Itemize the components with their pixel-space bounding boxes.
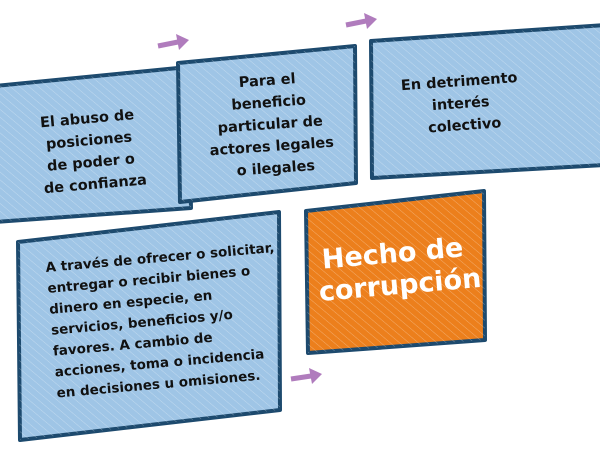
box-text: interés — [431, 94, 490, 114]
box-text: colectivo — [428, 115, 502, 136]
box-means: A través de ofrecer o solicitar, entrega… — [16, 210, 282, 442]
box-text: particular de — [217, 113, 323, 136]
arrow-icon — [290, 368, 322, 384]
arrow-icon — [157, 34, 189, 50]
svg-text:El abuso de posiciones: El abuso de posiciones de poder o de con… — [38, 107, 148, 198]
box-text: Para el — [238, 71, 296, 91]
arrow-icon — [345, 13, 377, 29]
box-text: de poder o — [46, 151, 135, 175]
box-collective-interest: En detrimento interés colectivo — [369, 23, 600, 180]
box-beneficiary: Para el beneficio particular de actores … — [176, 44, 358, 204]
box-text: o ilegales — [236, 158, 315, 179]
box-corruption-act: Hecho de corrupción — [304, 189, 487, 355]
box-text: posiciones — [45, 129, 132, 152]
box-abuse-of-power: El abuso de posiciones de poder o de con… — [0, 65, 193, 224]
box-text: beneficio — [231, 93, 307, 114]
